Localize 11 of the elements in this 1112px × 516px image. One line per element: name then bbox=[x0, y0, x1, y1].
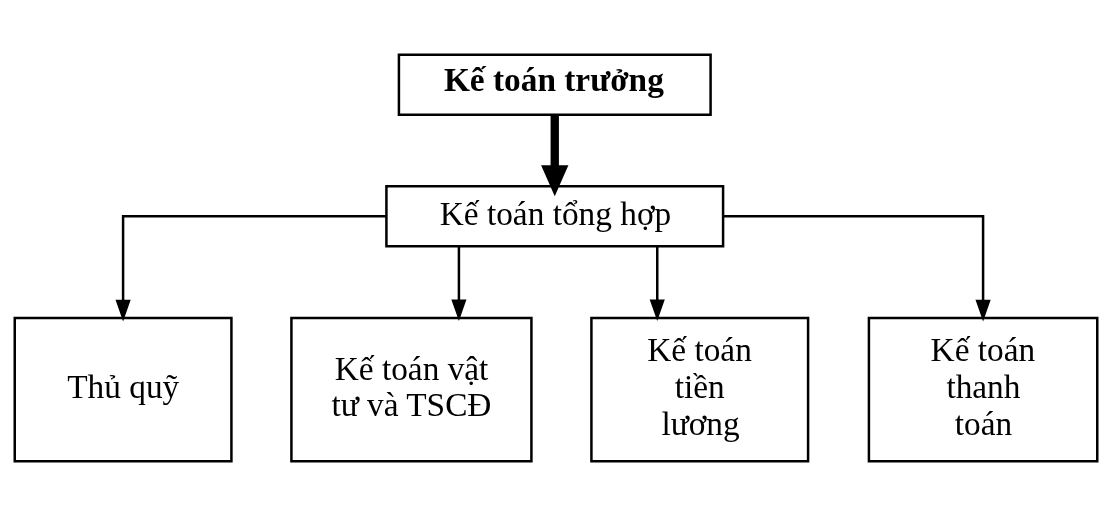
node-box: Thủ quỹ bbox=[13, 316, 233, 463]
arrow bbox=[115, 215, 386, 322]
arrow bbox=[541, 115, 569, 197]
node-box: Kế toán thanh toán bbox=[867, 316, 1099, 463]
node-box: Kế toán tiền lương bbox=[590, 316, 810, 463]
node-box: Kế toán vật tư và TSCĐ bbox=[290, 316, 533, 463]
arrow bbox=[451, 246, 467, 322]
arrow bbox=[723, 215, 991, 322]
node-box: Kế toán trưởng bbox=[397, 53, 712, 116]
node-box: Kế toán tổng hợp bbox=[385, 185, 725, 248]
arrow bbox=[649, 246, 665, 322]
